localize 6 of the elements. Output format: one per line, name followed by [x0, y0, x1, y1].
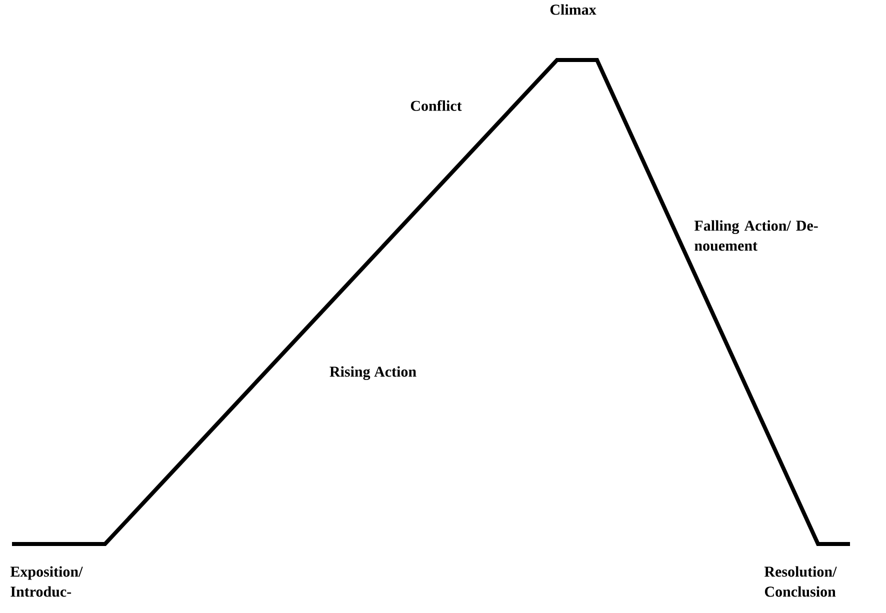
label: Exposition/ Introduc- [10, 566, 83, 597]
label: Conflict [410, 100, 462, 111]
label: Rising Action [330, 366, 416, 380]
label: Resolution/ Conclusion [764, 566, 837, 597]
label: Falling Action/ De- nouement [694, 220, 818, 251]
label: Climax [550, 4, 596, 15]
